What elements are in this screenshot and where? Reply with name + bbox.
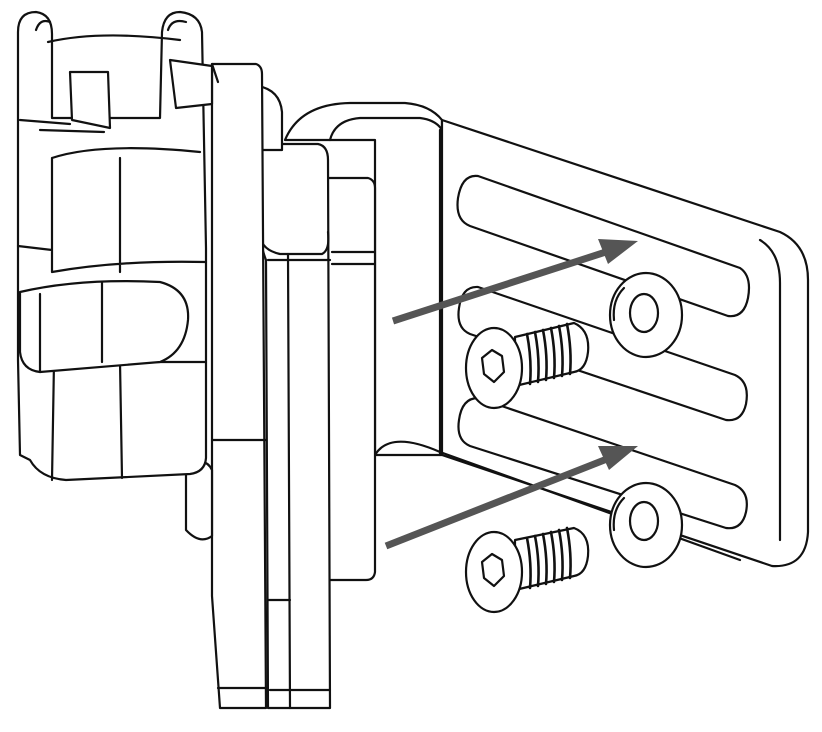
arrow-lower bbox=[384, 453, 614, 550]
arrow-upper bbox=[391, 246, 614, 325]
assembly-arrows bbox=[384, 239, 638, 550]
rear-plate-back-block bbox=[323, 176, 377, 582]
bolt-lower-hex-socket bbox=[480, 552, 506, 588]
clamp-notch bbox=[168, 58, 214, 110]
clamp-top-tab bbox=[68, 70, 112, 130]
bolt-lower-threads bbox=[525, 526, 572, 590]
bolt-upper-hex-socket bbox=[480, 348, 506, 384]
bracket-flange-top-edge bbox=[328, 116, 444, 142]
bolt-upper bbox=[464, 321, 590, 410]
tube-clamp bbox=[16, 10, 214, 482]
mount-plate-rear bbox=[258, 142, 377, 710]
arrow-lower-head bbox=[598, 446, 638, 470]
clamp-lever-edge bbox=[38, 280, 104, 374]
bracket-arm-lower-edge bbox=[373, 440, 742, 562]
rear-plate-inner-edge bbox=[266, 252, 332, 710]
bolt-lower bbox=[464, 526, 590, 614]
clamp-slit bbox=[18, 118, 106, 134]
clamp-lever bbox=[18, 280, 190, 374]
washer-lower bbox=[608, 481, 684, 569]
front-plate bbox=[210, 62, 268, 710]
mount-plate-front bbox=[184, 62, 284, 710]
front-plate-boss bbox=[256, 84, 284, 152]
rear-plate-back-inner bbox=[330, 250, 376, 266]
bracket-arm-side bbox=[438, 128, 782, 542]
washer-upper bbox=[608, 271, 684, 359]
bolt-upper-threads bbox=[525, 322, 572, 386]
clamp-rim bbox=[34, 19, 188, 44]
arrow-upper-head bbox=[598, 239, 638, 264]
rear-plate-front bbox=[258, 142, 332, 710]
